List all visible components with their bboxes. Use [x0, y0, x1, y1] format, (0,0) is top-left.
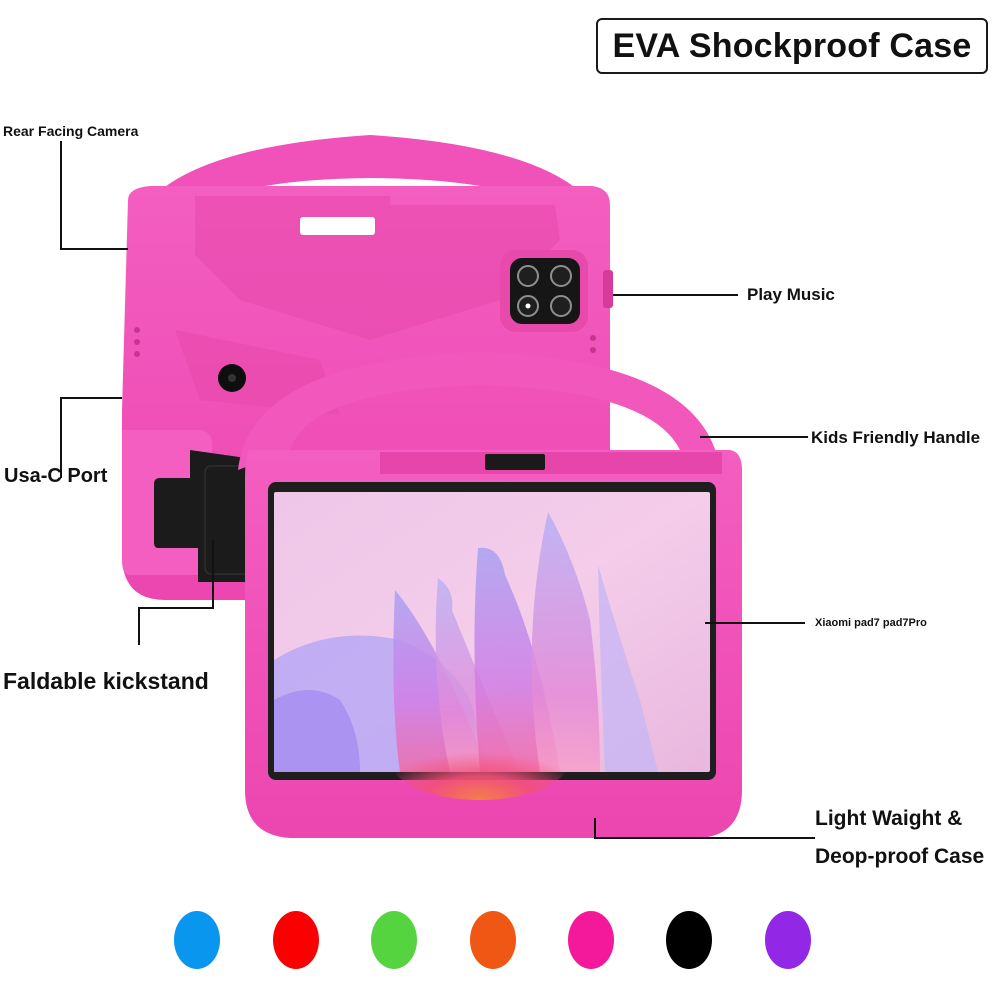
- callout-lines: [60, 141, 815, 839]
- front-case: [238, 352, 742, 838]
- callout-usb-port: Usa-C Port: [4, 465, 108, 487]
- color-swatch-green[interactable]: [371, 911, 417, 969]
- color-swatch-black[interactable]: [666, 911, 712, 969]
- callout-kids-handle: Kids Friendly Handle: [811, 428, 981, 447]
- color-swatch-orange[interactable]: [470, 911, 516, 969]
- page-title: EVA Shockproof Case: [596, 18, 988, 74]
- callout-light-weight-1: Light Waight &: [815, 807, 963, 830]
- callout-light-weight-2: Deop-proof Case: [815, 845, 985, 868]
- wallpaper: [274, 512, 658, 800]
- callout-play-music: Play Music: [747, 285, 835, 304]
- callout-kickstand: Faldable kickstand: [3, 668, 209, 694]
- color-swatch-blue[interactable]: [174, 911, 220, 969]
- callout-compatible-model: Xiaomi pad7 pad7Pro: [815, 617, 927, 629]
- color-swatch-purple[interactable]: [765, 911, 811, 969]
- callout-rear-camera: Rear Facing Camera: [3, 123, 139, 139]
- color-swatch-rose[interactable]: [568, 911, 614, 969]
- color-swatch-red[interactable]: [273, 911, 319, 969]
